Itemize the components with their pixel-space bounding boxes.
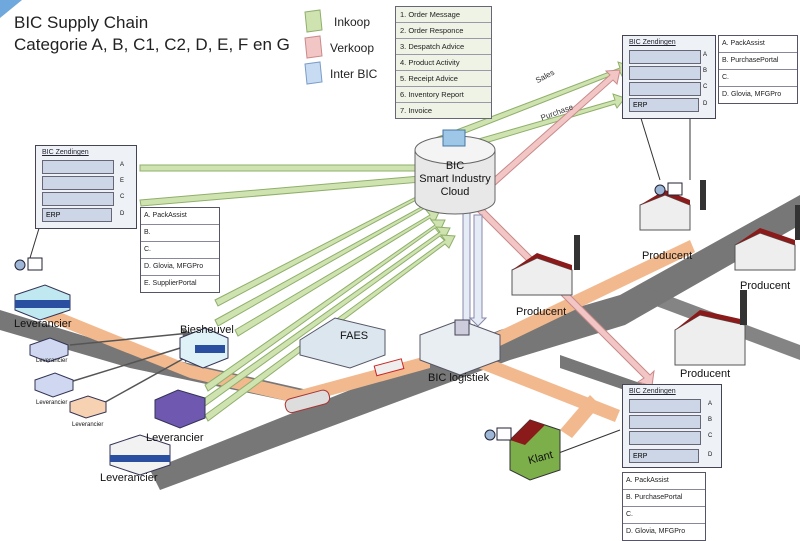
buildings — [14, 284, 561, 481]
message-item: 4. Product Activity — [396, 55, 491, 71]
system-item: C. — [141, 242, 219, 259]
erp-box: ERP — [629, 98, 699, 112]
zending-row — [42, 160, 114, 174]
message-item: 1. Order Message — [396, 7, 491, 23]
message-item: 7. Invoice — [400, 106, 433, 115]
zending-row — [629, 415, 701, 429]
cloud-label-line3: Cloud — [440, 186, 470, 198]
diagram-subtitle: Categorie A, B, C1, C2, D, E, F en G — [14, 35, 290, 54]
leverancier-small-label: Leverancier — [36, 358, 68, 364]
zending-row — [629, 66, 701, 80]
inkoop-arrows — [139, 61, 631, 422]
zending-row-code: C — [120, 194, 125, 200]
faes-label: FAES — [340, 330, 369, 342]
panel-left: BIC Zendingen A E C ERP D — [35, 145, 137, 229]
producent-label: Producent — [740, 280, 791, 292]
message-item: 3. Despatch Advice — [396, 39, 491, 55]
message-types-list: 1. Order Message 2. Order Responce 3. De… — [395, 6, 492, 119]
user-icons — [14, 182, 683, 441]
system-item: D. Glovia, MFGPro — [722, 91, 782, 98]
zending-row — [629, 399, 701, 413]
biesheuvel-label: Biesheuvel — [180, 324, 234, 336]
zending-row-code: E — [120, 178, 125, 184]
diagram-title: BIC Supply Chain — [14, 13, 149, 32]
systems-left: A. PackAssist B. C. D. Glovia, MFGPro E.… — [140, 207, 220, 293]
system-item: A. PackAssist — [141, 208, 219, 225]
zending-row-code: A — [120, 162, 125, 168]
corner-accent — [0, 0, 22, 18]
system-item: D. Glovia, MFGPro — [141, 259, 219, 276]
producent-label: Producent — [516, 306, 567, 318]
cloud-cylinder — [414, 129, 496, 215]
panel-title: BIC Zendingen — [629, 39, 676, 46]
zending-row-code: A — [708, 401, 713, 407]
orange-routes — [30, 240, 695, 438]
panel-title: BIC Zendingen — [629, 388, 676, 395]
message-item: 2. Order Responce — [396, 23, 491, 39]
panel-title: BIC Zendingen — [42, 149, 89, 156]
inkoop-doc-icon — [304, 9, 323, 33]
zending-row-code: C — [708, 433, 713, 439]
zending-row-code: B — [703, 68, 708, 74]
zending-row — [629, 431, 701, 445]
inter-bic-doc-icon — [304, 61, 323, 85]
zending-row-code: B — [708, 417, 713, 423]
systems-top-right: A. PackAssist B. PurchasePortal C. D. Gl… — [718, 35, 798, 104]
systems-bottom-right: A. PackAssist B. PurchasePortal C. D. Gl… — [622, 472, 706, 541]
factories — [511, 180, 800, 366]
producent-label: Producent — [680, 368, 731, 380]
legend-verkoop: Verkoop — [330, 41, 375, 55]
legend-inkoop: Inkoop — [334, 15, 371, 29]
system-item: D. Glovia, MFGPro — [626, 528, 686, 535]
message-item: 6. Inventory Report — [396, 87, 491, 103]
system-item: C. — [719, 70, 797, 87]
bic-logistiek-label: BIC logistiek — [428, 372, 490, 384]
producent-label: Producent — [642, 250, 693, 262]
erp-box: ERP — [629, 449, 699, 463]
leverancier-small-label: Leverancier — [36, 400, 68, 406]
zending-row-code: A — [703, 52, 708, 58]
leverancier-bottom-label: Leverancier — [100, 472, 158, 484]
system-item: E. SupplierPortal — [144, 280, 197, 287]
cloud-label: BIC Smart Industry Cloud — [415, 160, 495, 199]
inter-bic-arrows — [456, 209, 488, 334]
zending-row-code: C — [703, 84, 708, 90]
erp-code: D — [120, 211, 125, 217]
system-item: B. PurchasePortal — [719, 53, 797, 70]
zending-row — [629, 50, 701, 64]
system-item: A. PackAssist — [719, 36, 797, 53]
system-item: B. — [141, 225, 219, 242]
verkoop-doc-icon — [304, 35, 323, 59]
erp-code: D — [703, 101, 708, 107]
legend-inter-bic: Inter BIC — [330, 67, 378, 81]
erp-box: ERP — [42, 208, 112, 222]
cloud-label-line1: BIC — [445, 160, 465, 172]
system-item: C. — [623, 507, 705, 524]
erp-code: D — [708, 452, 713, 458]
zending-row — [42, 192, 114, 206]
zending-row — [42, 176, 114, 190]
panel-bottom-right: BIC Zendingen A B C ERP D — [622, 384, 722, 468]
panel-top-right: BIC Zendingen A B C ERP D — [622, 35, 716, 119]
legend-icons — [304, 9, 323, 85]
leverancier-purple-label: Leverancier — [146, 432, 204, 444]
system-item: A. PackAssist — [623, 473, 705, 490]
message-item: 5. Receipt Advice — [396, 71, 491, 87]
zending-row — [629, 82, 701, 96]
cloud-label-line2: Smart Industry — [419, 173, 491, 185]
system-item: B. PurchasePortal — [623, 490, 705, 507]
leverancier-small-label: Leverancier — [72, 422, 104, 428]
lever-arrows — [69, 329, 192, 406]
leverancier-main-label: Leverancier — [14, 318, 72, 330]
